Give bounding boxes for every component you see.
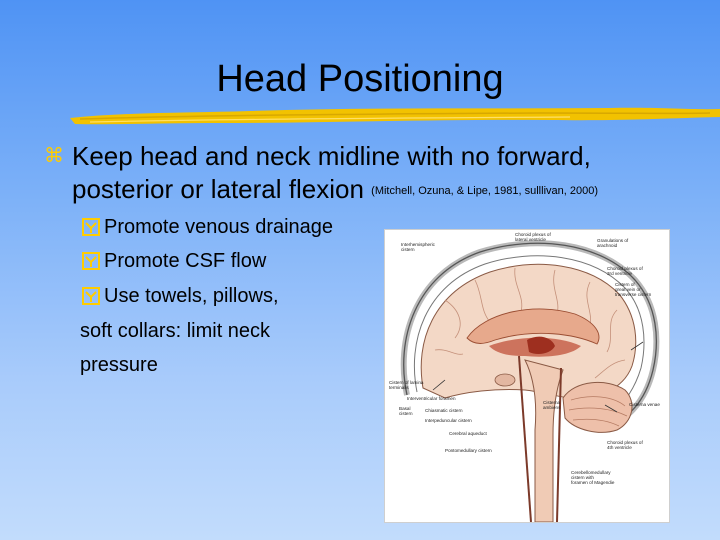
citation: (Mitchell, Ozuna, & Lipe, 1981, sullliva…	[371, 185, 598, 197]
label-interhemispheric: Interhemispheric cistern	[401, 242, 436, 252]
sub-bullet-csf: Promote CSF flow	[82, 248, 266, 274]
checkbox-bullet-icon	[82, 218, 100, 236]
sub-bullet-text: Use towels, pillows,	[104, 285, 279, 307]
checkbox-bullet-icon	[82, 287, 100, 305]
brain-sagittal-illustration: Interhemispheric cistern Choroid plexus …	[389, 232, 660, 522]
sub-bullet-text: Promote CSF flow	[104, 250, 267, 272]
label-interpeduncular: Interpeduncular cistern	[425, 418, 472, 423]
label-lamina-terminalis: Cistern of lamina terminalis	[389, 380, 425, 390]
main-bullet: ⌘ Keep head and neck midline with no for…	[44, 140, 684, 208]
sub-bullet-text: Promote venous drainage	[104, 216, 334, 238]
title-underline-brush	[70, 107, 720, 125]
label-chiasmatic: Chiasmatic cistern	[425, 408, 463, 413]
sub-bullet-venous: Promote venous drainage	[82, 214, 333, 240]
label-choroid-lateral: Choroid plexus of lateral ventricle	[515, 232, 552, 242]
label-interventricular: Interventricular foramen	[407, 396, 456, 401]
continuation-line: pressure	[80, 354, 158, 376]
label-cerebral-aqueduct: Cerebral aqueduct	[449, 431, 488, 436]
label-cistern-vein: Cistern of great vein or transverse cist…	[615, 282, 652, 297]
main-bullet-text: Keep head and neck midline with no forwa…	[72, 141, 591, 204]
sub-bullet-towels: Use towels, pillows,	[82, 283, 279, 309]
label-choroid-third: Choroid plexus of 3rd ventricle	[607, 266, 644, 276]
label-basal-cistern: Basal cistern	[399, 406, 413, 416]
label-arachnoid: Granulations of arachnoid	[597, 238, 629, 248]
label-choroid-fourth: Choroid plexus of 4th ventricle	[607, 440, 644, 450]
continuation-line: soft collars: limit neck	[80, 320, 271, 342]
checkbox-bullet-icon	[82, 252, 100, 270]
label-pontomedullary: Pontomedullary cistern	[445, 448, 492, 453]
label-cerebellomedullary: Cerebellomedullary cistern with foramen …	[571, 470, 615, 485]
command-icon: ⌘	[44, 145, 64, 167]
label-cisterna-venae: Cisterna venae	[629, 402, 660, 407]
slide-title: Head Positioning	[216, 58, 504, 100]
brain-csf-diagram: Interhemispheric cistern Choroid plexus …	[384, 229, 670, 523]
label-cisterna-ambiens: Cisterna ambiens	[543, 400, 561, 410]
